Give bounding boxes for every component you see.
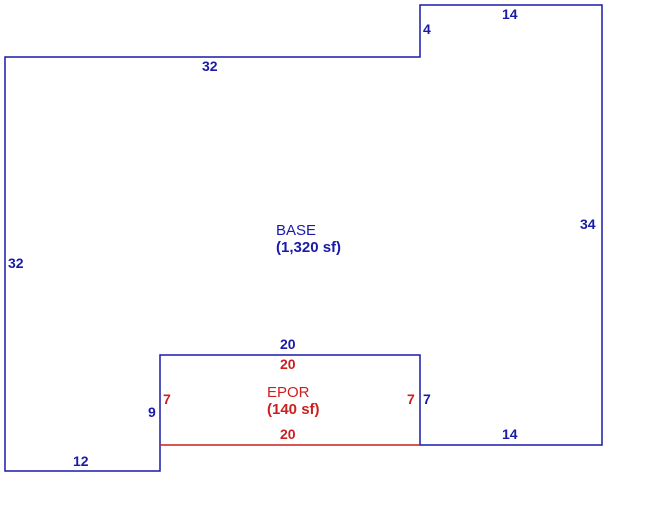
dim-epor-right: 7 (407, 391, 415, 407)
dim-base-notch-left: 9 (148, 404, 156, 420)
epor-area-name: EPOR (267, 384, 310, 401)
dim-base-notch-right: 7 (423, 391, 431, 407)
epor-area-size: (140 sf) (267, 401, 320, 418)
dim-epor-left: 7 (163, 391, 171, 407)
dim-base-top-right: 14 (502, 6, 518, 22)
dim-epor-top: 20 (280, 356, 296, 372)
dim-base-top-left: 32 (202, 58, 218, 74)
dim-base-notch-top: 20 (280, 336, 296, 352)
dim-base-right: 34 (580, 216, 596, 232)
dim-base-left: 32 (8, 255, 24, 271)
dim-base-bottom-right: 14 (502, 426, 518, 442)
dim-base-step: 4 (423, 21, 431, 37)
dim-base-bottom-left: 12 (73, 453, 89, 469)
dim-epor-bottom: 20 (280, 426, 296, 442)
base-area-name: BASE (276, 222, 316, 239)
base-outline (4, 4, 603, 472)
base-area-size: (1,320 sf) (276, 239, 341, 256)
